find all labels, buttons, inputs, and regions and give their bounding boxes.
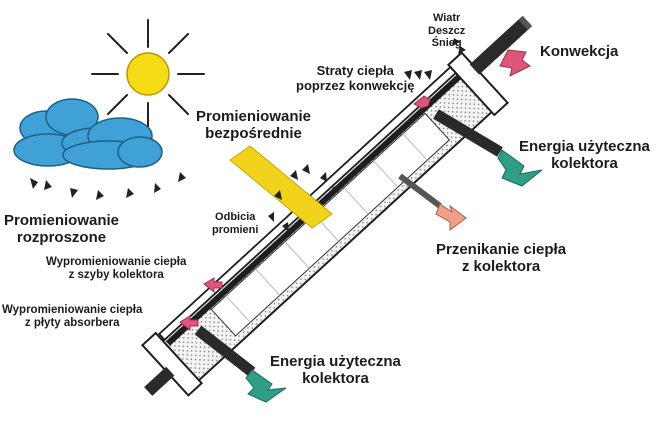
convection-arrow — [499, 49, 531, 77]
heat-transmission-arrow — [435, 203, 467, 231]
diffuse-ray-arrows — [30, 172, 186, 200]
label-diffuse-radiation: Promieniowanie rozproszone — [4, 212, 120, 247]
sun-icon — [91, 19, 205, 131]
reflection-rays — [268, 164, 339, 232]
direct-radiation-beam — [229, 145, 333, 229]
sun-disc — [126, 52, 170, 96]
glass-radiation-arrow — [203, 277, 223, 294]
label-useful-energy-bottom: Energia użyteczna kolektora — [270, 353, 401, 388]
label-useful-energy-top: Energia użyteczna kolektora — [519, 138, 650, 173]
convection-loss-arrow — [413, 95, 431, 109]
label-convection-losses: Straty ciepła poprzez konwekcję — [296, 63, 415, 93]
label-weather: Wiatr Deszcz Śnieg — [428, 12, 466, 50]
label-convection: Konwekcja — [540, 43, 619, 60]
label-reflections: Odbicia promieni — [212, 211, 259, 236]
output-pipes — [194, 109, 503, 377]
transmission-pipe — [398, 173, 442, 209]
useful-energy-arrow-top — [497, 149, 543, 187]
label-heat-transmission: Przenikanie ciepła z kolektora — [436, 241, 567, 276]
label-absorber-radiation: Wypromieniowanie ciepła z płyty absorber… — [2, 304, 143, 330]
label-glass-radiation: Wypromieniowanie ciepła z szyby kolektor… — [46, 256, 187, 282]
weather-arrows — [404, 38, 466, 80]
useful-energy-arrow-bottom — [245, 369, 287, 403]
label-direct-radiation: Promieniowanie bezpośrednie — [196, 108, 312, 143]
cloud-icon — [13, 98, 163, 170]
absorber-radiation-arrow — [179, 315, 199, 332]
